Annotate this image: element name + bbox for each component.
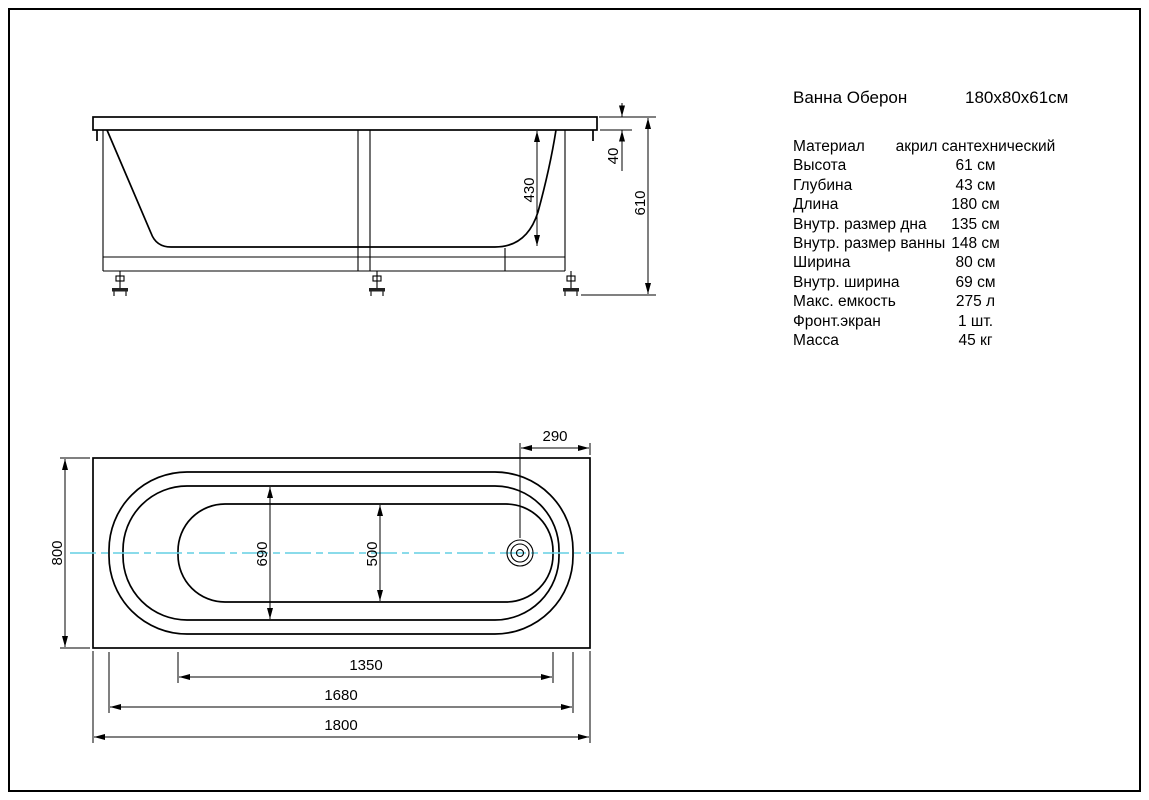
spec-label: Фронт.экран [793,312,881,330]
spec-value: 61 см [955,157,996,175]
dim-depth-430: 430 [521,131,540,246]
spec-row-height: Высота 61 см [793,156,1138,175]
dim-width-800: 800 [49,457,90,649]
side-view: 430 40 610 [92,103,656,296]
dim-length-1800: 1800 [92,651,591,743]
spec-table: Материал акрил сантехнический Высота 61 … [793,137,1138,350]
spec-label: Материал [793,138,865,155]
product-title: Ванна Оберон [793,88,908,107]
spec-value: 69 см [955,273,996,291]
spec-row-length: Длина 180 см [793,195,1138,214]
spec-row-front-panel: Фронт.экран 1 шт. [793,312,1138,331]
dim-height-610: 610 [581,118,656,296]
spec-label: Внутр. размер ванны [793,234,946,252]
spec-row-mass: Масса 45 кг [793,331,1138,350]
spec-value: 80 см [955,254,996,272]
spec-title: Ванна Оберон 180х80х61см [793,88,1138,108]
dim-inner-width-690: 690 [254,487,273,619]
foot-right [563,271,579,296]
dim-label-bottom-width: 500 [364,541,381,566]
dim-drain-offset-290: 290 [519,428,591,538]
bathtub-rim [92,116,598,131]
spec-row-material: Материал акрил сантехнический [793,137,1138,156]
foot-left [112,271,128,296]
dim-label-width: 800 [49,540,66,565]
product-size: 180х80х61см [965,88,1069,107]
foot-middle [369,271,385,296]
dim-label-length: 1800 [324,717,357,734]
spec-value: 43 см [955,176,996,194]
dim-inner-length-1680: 1680 [108,652,574,713]
spec-panel: Ванна Оберон 180х80х61см Материал акрил … [793,88,1138,350]
spec-label: Внутр. ширина [793,273,900,291]
dim-label-drain-offset: 290 [542,428,567,445]
drain [506,539,534,567]
spec-value: 275 л [955,293,996,311]
spec-row-bottom-size: Внутр. размер дна 135 см [793,215,1138,234]
top-view: 290 800 690 500 [49,428,628,743]
dim-label-side-height: 610 [632,190,649,215]
spec-label: Макс. емкость [793,293,896,311]
dim-bottom-length-1350: 1350 [177,652,554,683]
spec-row-inner-width: Внутр. ширина 69 см [793,273,1138,292]
dim-label-side-depth: 430 [521,177,538,202]
spec-label: Длина [793,196,839,214]
dim-label-inner-width: 690 [254,541,271,566]
spec-label: Масса [793,331,839,349]
spec-value: 180 см [951,196,1000,214]
spec-label: Внутр. размер дна [793,215,927,233]
dim-label-inner-length: 1680 [324,687,357,704]
spec-label: Высота [793,157,847,175]
spec-label: Глубина [793,176,853,194]
spec-label: Ширина [793,254,851,272]
spec-row-depth: Глубина 43 см [793,176,1138,195]
spec-value: 45 кг [958,331,993,349]
spec-row-width: Ширина 80 см [793,253,1138,272]
dim-label-side-rim: 40 [605,148,622,165]
support-frame [102,130,566,272]
tub-rim-outline [108,471,574,635]
spec-value: 1 шт. [957,312,994,330]
dim-rim-40: 40 [599,103,656,171]
spec-row-capacity: Макс. емкость 275 л [793,292,1138,311]
spec-value: акрил сантехнический [895,138,1056,155]
bathtub-basin-profile [106,129,557,248]
dim-bottom-width-500: 500 [364,505,383,601]
spec-row-inner-size: Внутр. размер ванны 148 см [793,234,1138,253]
spec-value: 148 см [951,234,1000,252]
dim-label-bottom-length: 1350 [349,657,382,674]
spec-value: 135 см [951,215,1000,233]
